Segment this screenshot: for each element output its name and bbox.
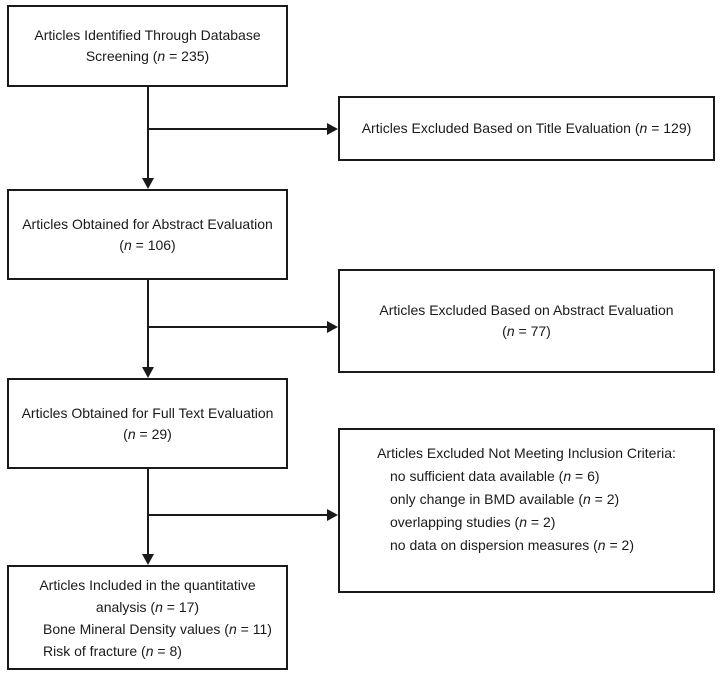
box-included-line1: Articles Included in the quantitative xyxy=(39,576,256,593)
box-abstract-evaluation-line1: Articles Obtained for Abstract Evaluatio… xyxy=(22,215,273,232)
box-abstract-evaluation-line2: (n = 106) xyxy=(119,236,176,253)
box-excluded-title-evaluation: Articles Excluded Based on Title Evaluat… xyxy=(338,96,715,161)
connector-line-branch-title-exclusion xyxy=(148,128,327,130)
box-criteria-item-bmd-change: only change in BMD available (n = 2) xyxy=(390,491,620,507)
arrow-down-icon xyxy=(142,178,154,189)
connector-line-branch-criteria-exclusion xyxy=(148,514,327,516)
box-included-item-bmd: Bone Mineral Density values (n = 11) xyxy=(43,620,272,637)
box-articles-identified-line2: Screening (n = 235) xyxy=(85,48,210,64)
connector-line-branch-abstract-exclusion xyxy=(148,326,327,328)
box-criteria-title: Articles Excluded Not Meeting Inclusion … xyxy=(377,445,676,461)
box-excluded-abstract-line1: Articles Excluded Based on Abstract Eval… xyxy=(379,302,674,318)
connector-line-fulltext-to-included xyxy=(147,469,149,554)
box-articles-identified: Articles Identified Through Database Scr… xyxy=(7,5,288,87)
box-excluded-title-line1: Articles Excluded Based on Title Evaluat… xyxy=(361,120,692,136)
arrow-down-icon xyxy=(142,554,154,565)
box-included-item-fracture: Risk of fracture (n = 8) xyxy=(43,642,182,659)
box-criteria-item-no-data: no sufficient data available (n = 6) xyxy=(390,468,600,484)
box-excluded-abstract-line2: (n = 77) xyxy=(502,323,551,339)
box-criteria-item-overlapping: overlapping studies (n = 2) xyxy=(390,514,556,530)
box-excluded-abstract-evaluation: Articles Excluded Based on Abstract Eval… xyxy=(338,269,715,373)
arrow-right-icon xyxy=(327,509,338,521)
box-full-text-evaluation-line1: Articles Obtained for Full Text Evaluati… xyxy=(21,404,274,421)
box-included-line2: analysis (n = 17) xyxy=(95,598,200,615)
box-excluded-inclusion-criteria: Articles Excluded Not Meeting Inclusion … xyxy=(338,428,715,593)
box-included-quantitative: Articles Included in the quantitative an… xyxy=(7,565,288,670)
box-criteria-item-dispersion: no data on dispersion measures (n = 2) xyxy=(390,537,634,553)
connector-line-abstract-to-fulltext xyxy=(147,280,149,367)
box-abstract-evaluation: Articles Obtained for Abstract Evaluatio… xyxy=(7,189,288,280)
arrow-down-icon xyxy=(142,367,154,378)
box-articles-identified-line1: Articles Identified Through Database xyxy=(34,27,261,43)
box-full-text-evaluation: Articles Obtained for Full Text Evaluati… xyxy=(7,378,288,469)
connector-line-identified-to-abstract xyxy=(147,87,149,178)
box-full-text-evaluation-line2: (n = 29) xyxy=(123,425,172,442)
arrow-right-icon xyxy=(327,321,338,333)
arrow-right-icon xyxy=(327,123,338,135)
